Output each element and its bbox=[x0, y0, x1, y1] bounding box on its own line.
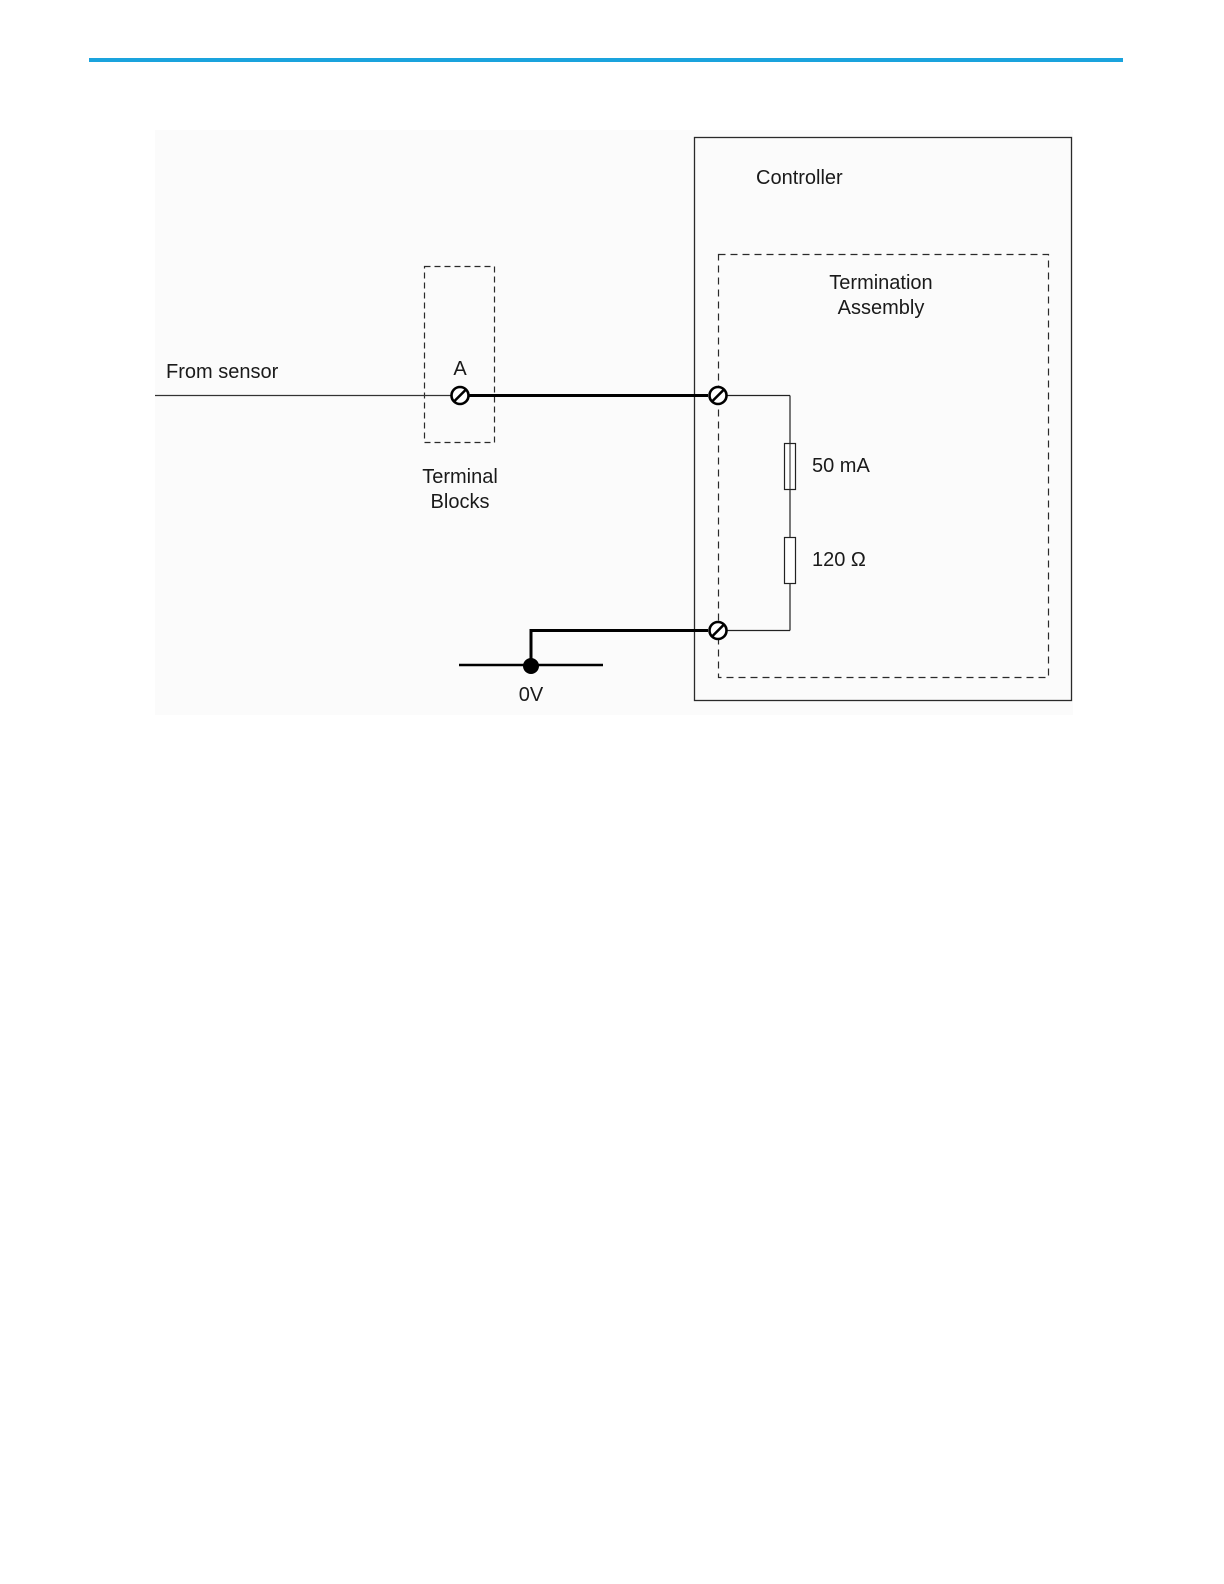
controller-bottom-terminal-screw-icon bbox=[710, 622, 727, 639]
diagram-background bbox=[155, 130, 1073, 715]
terminal-blocks-label-line1: Terminal bbox=[422, 466, 498, 488]
controller-top-terminal-screw-icon bbox=[710, 387, 727, 404]
wiring-diagram: Controller Termination Assembly Terminal… bbox=[0, 0, 1224, 760]
resistor-label: 120 Ω bbox=[812, 549, 866, 571]
termination-assembly-label-line1: Termination bbox=[829, 272, 932, 294]
terminal-a-screw-icon bbox=[452, 387, 469, 404]
from-sensor-label: From sensor bbox=[166, 361, 279, 383]
terminal-a-label: A bbox=[453, 358, 467, 380]
termination-assembly-label-line2: Assembly bbox=[838, 297, 925, 319]
ground-label: 0V bbox=[519, 684, 544, 706]
ground-node-icon bbox=[523, 658, 539, 674]
fuse-label: 50 mA bbox=[812, 455, 870, 477]
controller-label: Controller bbox=[756, 167, 843, 189]
terminal-blocks-label-line2: Blocks bbox=[431, 491, 490, 513]
fuse-icon bbox=[785, 444, 796, 490]
resistor-icon bbox=[785, 538, 796, 584]
